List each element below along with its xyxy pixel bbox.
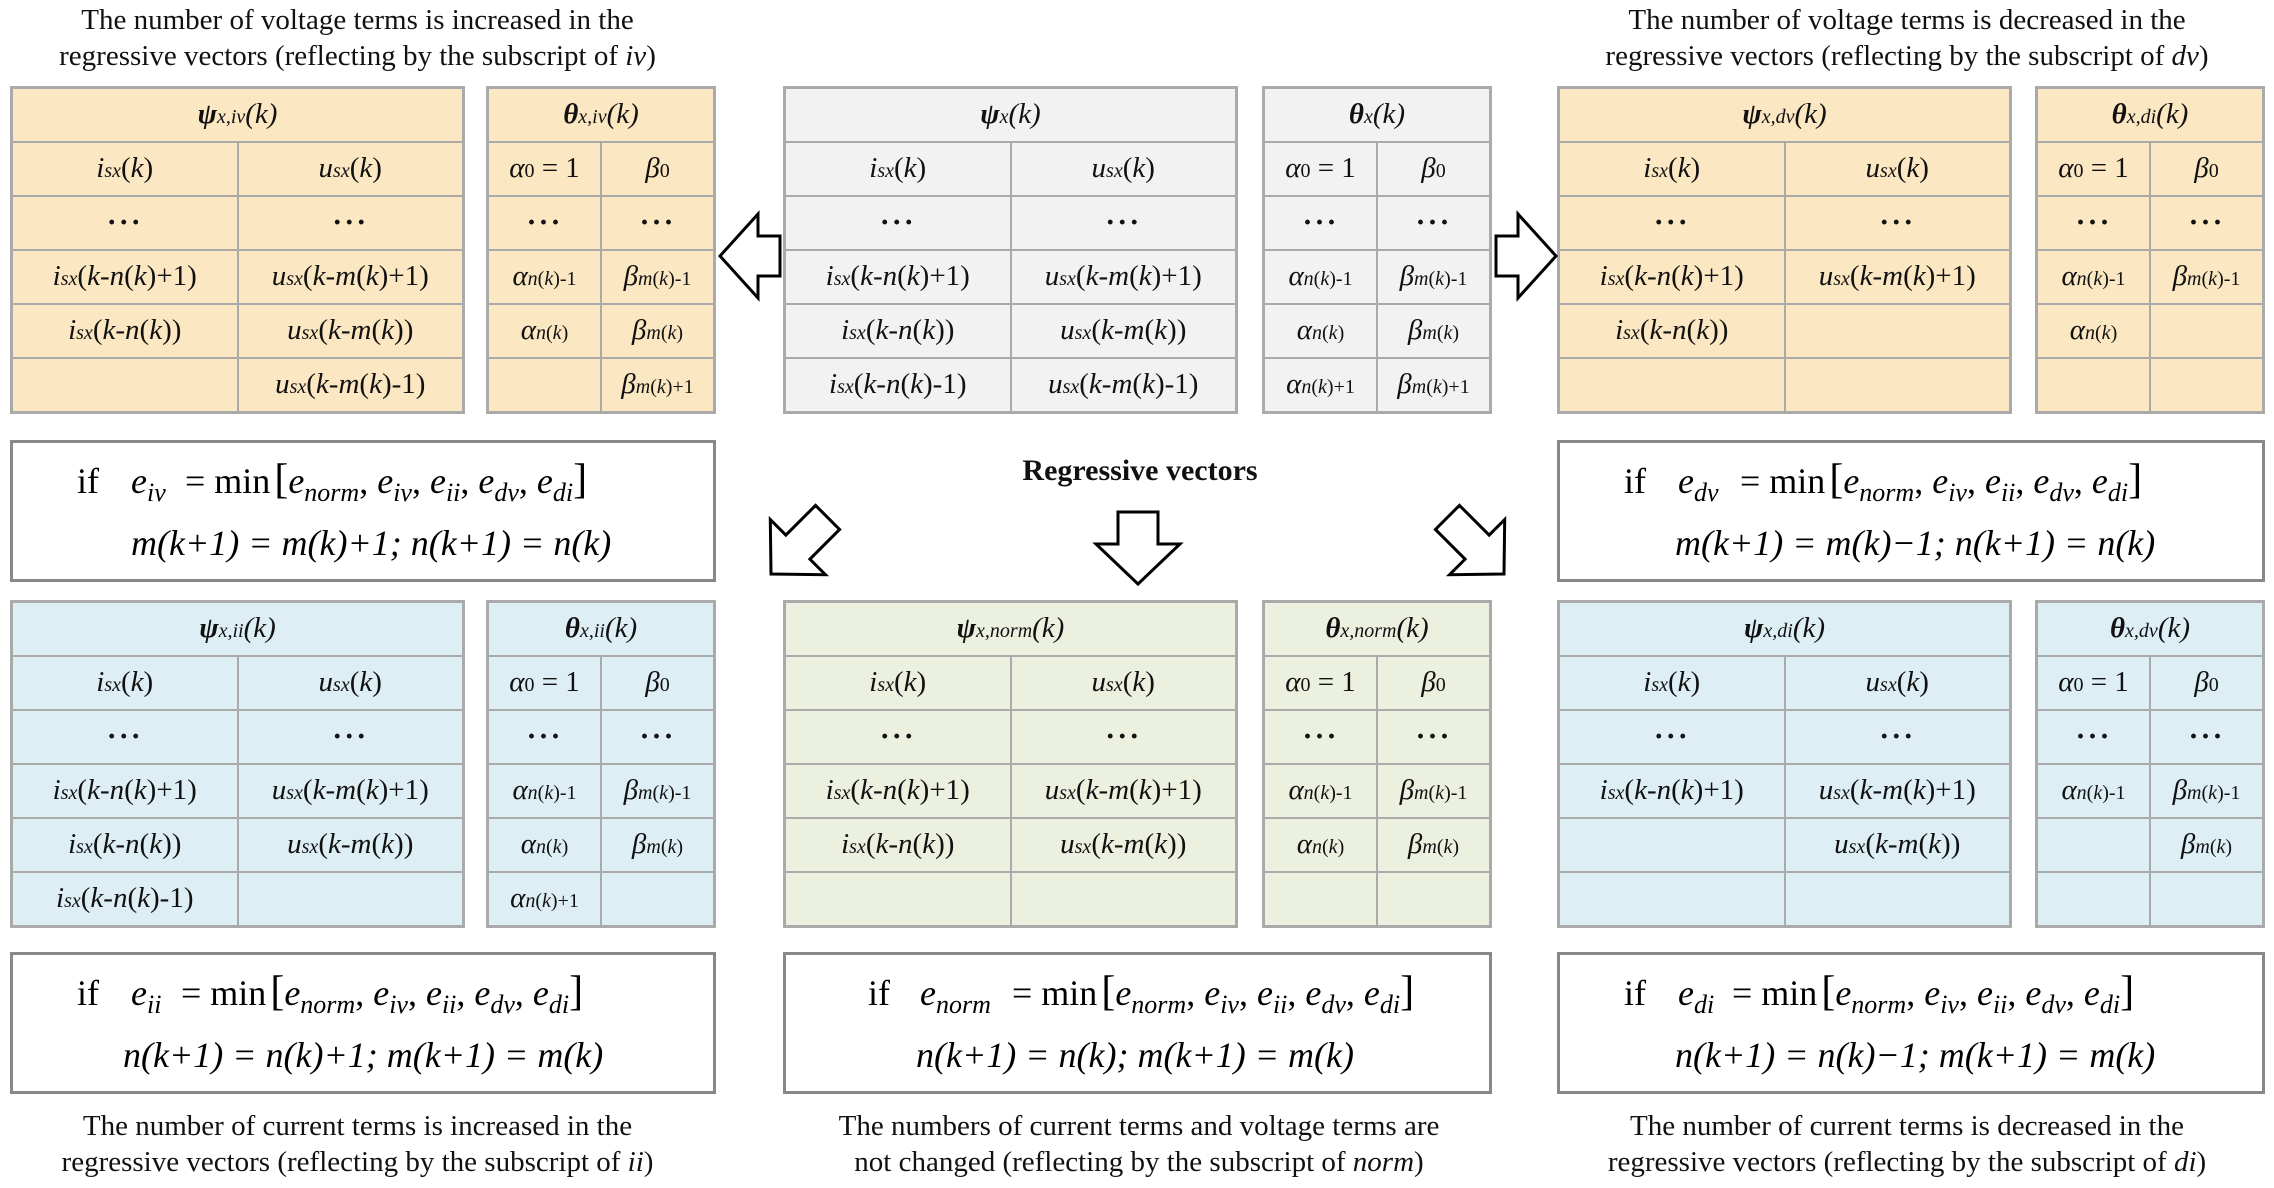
svg-text:n(k+1) = n(k)−1; m(k+1) = m(k): n(k+1) = n(k)−1; m(k+1) = m(k) [1675, 1035, 2155, 1075]
svg-text:if: if [1624, 973, 1646, 1013]
svg-text:= min[enorm, eiv, eii, edv, ed: = min[enorm, eiv, eii, edv, edi] [1012, 969, 1414, 1019]
psi-iv-table: ψx,iv(k) isx(k)usx(k) ······ isx(k-n(k)+… [10, 86, 465, 414]
condition-di: if edi = min[enorm, eiv, eii, edv, edi] … [1557, 952, 2265, 1094]
svg-text:edi: edi [1678, 973, 1714, 1019]
svg-text:if: if [1624, 461, 1646, 501]
caption-bottom-left: The number of current terms is increased… [61, 1110, 654, 1178]
svg-text:if: if [868, 973, 890, 1013]
caption-bottom-right: The number of current terms is decreased… [1607, 1110, 2207, 1178]
condition-iv-update: m(k+1) = m(k)+1; n(k+1) = n(k) [131, 523, 611, 563]
svg-text:n(k+1) = n(k)+1; m(k+1) = m(k): n(k+1) = n(k)+1; m(k+1) = m(k) [123, 1035, 603, 1075]
regressive-vectors-label: Regressive vectors [1022, 454, 1258, 487]
svg-text:eii: eii [131, 973, 161, 1019]
condition-dv: if edv = min[enorm, eiv, eii, edv, edi] … [1557, 440, 2265, 582]
condition-iv-if: if [77, 461, 99, 501]
condition-norm: if enorm = min[enorm, eiv, eii, edv, edi… [783, 952, 1492, 1094]
psi-ii-table: ψx,ii(k) isx(k)usx(k) ······ isx(k-n(k)+… [10, 600, 465, 928]
arrow-down-icon [1092, 510, 1184, 587]
arrow-down-left-icon [768, 503, 842, 577]
psi-x-table: ψx(k) isx(k)usx(k) ······ isx(k-n(k)+1)u… [783, 86, 1238, 414]
psi-dv-table: ψx,dv(k) isx(k)usx(k) ······ isx(k-n(k)+… [1557, 86, 2012, 414]
condition-iv: if eiv = min[enorm, eiv, eii, edv, edi] … [10, 440, 716, 582]
psi-iv-header: ψx,iv(k) [10, 86, 465, 143]
arrow-down-right-icon [1433, 503, 1507, 577]
svg-text:= min[enorm, eiv, eii, edv, ed: = min[enorm, eiv, eii, edv, edi] [181, 969, 583, 1019]
caption-bottom-middle: The numbers of current terms and voltage… [838, 1110, 1440, 1178]
caption-top-left: The number of voltage terms is increased… [59, 4, 656, 72]
svg-text:= min[enorm, eiv, eii, edv, ed: = min[enorm, eiv, eii, edv, edi] [185, 457, 587, 507]
psi-norm-table: ψx,norm(k) isx(k)usx(k) ······ isx(k-n(k… [783, 600, 1238, 928]
svg-text:eiv: eiv [131, 461, 166, 507]
caption-top-right: The number of voltage terms is decreased… [1605, 4, 2209, 72]
condition-ii: if eii = min[enorm, eiv, eii, edv, edi] … [10, 952, 716, 1094]
arrow-right-icon [1494, 210, 1559, 302]
svg-text:enorm: enorm [920, 973, 991, 1019]
svg-text:n(k+1) = n(k); m(k+1) = m(k): n(k+1) = n(k); m(k+1) = m(k) [916, 1035, 1354, 1075]
arrow-left-icon [717, 210, 782, 302]
svg-text:= min[enorm, eiv, eii, edv, ed: = min[enorm, eiv, eii, edv, edi] [1740, 457, 2142, 507]
svg-text:if: if [77, 973, 99, 1013]
svg-text:m(k+1) = m(k)−1; n(k+1) = n(k): m(k+1) = m(k)−1; n(k+1) = n(k) [1675, 523, 2155, 563]
svg-text:= min[enorm, eiv, eii, edv, ed: = min[enorm, eiv, eii, edv, edi] [1732, 969, 2134, 1019]
svg-text:edv: edv [1678, 461, 1719, 507]
psi-di-table: ψx,di(k) isx(k)usx(k) ······ isx(k-n(k)+… [1557, 600, 2012, 928]
